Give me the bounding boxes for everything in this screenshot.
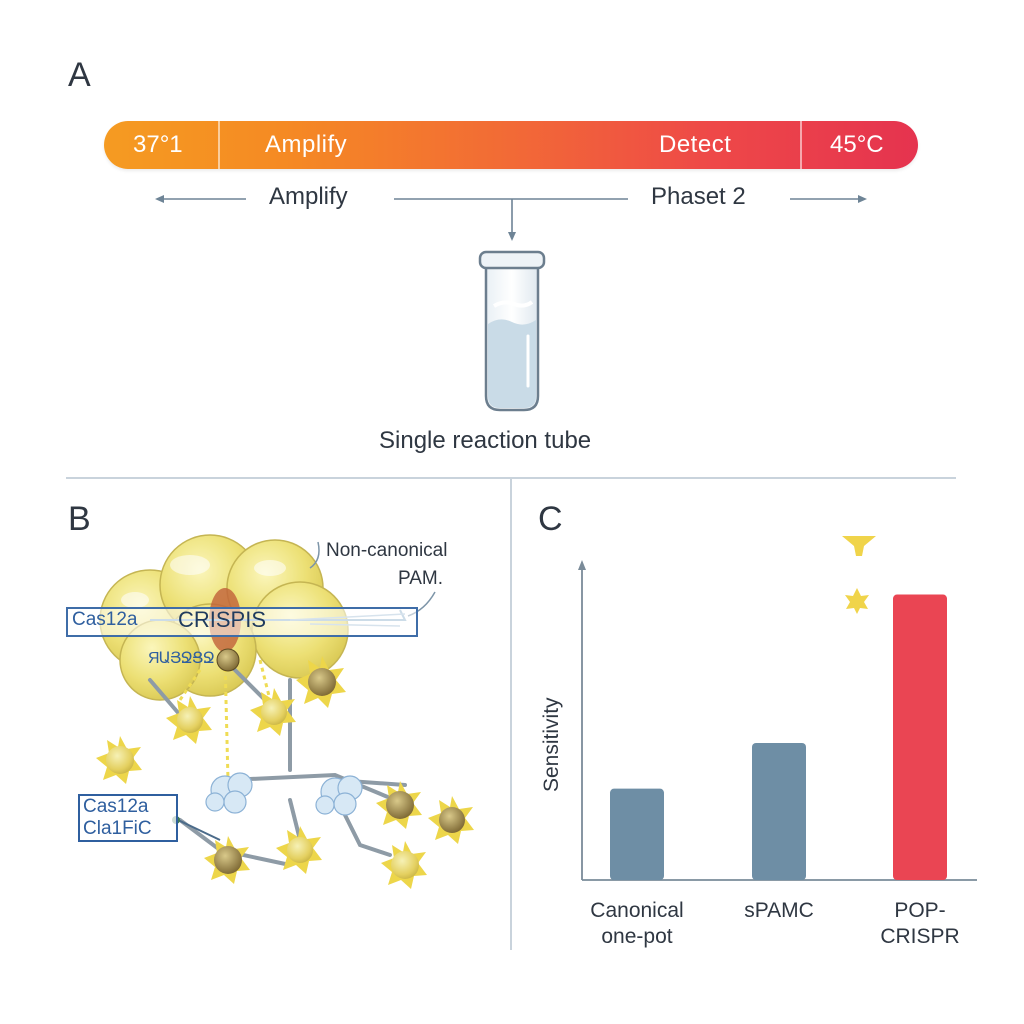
- tube-caption: Single reaction tube: [379, 427, 592, 454]
- bar-canonical-one-pot: [610, 788, 664, 880]
- phase-label-phase-2: Phaset 2: [645, 183, 752, 211]
- down-arrowhead-icon: [508, 232, 516, 241]
- sparkle-icons: [842, 536, 876, 614]
- bar-divider-right: [800, 121, 802, 169]
- left-arrowhead-icon: [155, 195, 164, 203]
- category-label-3: POP- CRISPR: [840, 898, 1000, 950]
- cas12a-label-top: Cas12a: [72, 609, 138, 630]
- bar-right-temperature: 45°C: [830, 131, 884, 158]
- vertical-separator: [510, 478, 512, 950]
- category-label-2: sPAMC: [699, 898, 859, 924]
- panel-b-letter: B: [68, 500, 91, 538]
- y-axis-label: Sensitivity: [540, 697, 563, 792]
- test-tube-icon: [478, 250, 546, 412]
- reporter-beads: [96, 648, 474, 889]
- crispr-label: CRISPIS: [178, 607, 267, 632]
- cas12a-label-line-2: Cla1FiC: [83, 818, 152, 839]
- bar-detect-label: Detect: [659, 131, 732, 158]
- bar-pop-crispr: [893, 594, 947, 880]
- non-canonical-label: Non-canonical: [326, 540, 448, 561]
- category-label-line: sPAMC: [744, 899, 814, 922]
- bar-divider-left: [218, 121, 220, 169]
- cas12a-label-line-1: Cas12a: [83, 796, 149, 817]
- category-label-line: POP-: [894, 899, 946, 922]
- phase-arrows: [155, 195, 867, 241]
- cas12a-label-bottom: Cas12a Cla1FiC: [78, 794, 178, 842]
- dna-cluster-right: [315, 775, 363, 816]
- right-arrowhead-icon: [858, 195, 867, 203]
- category-label-1: Canonical one-pot: [557, 898, 717, 950]
- category-label-line: Canonical: [590, 899, 684, 922]
- scribble-label: ЯԱՅՋՑՋ: [148, 650, 215, 667]
- bar-left-temperature: 37°1: [133, 131, 183, 158]
- temperature-gradient-bar: [104, 121, 918, 169]
- bar-spamc: [752, 742, 806, 880]
- phase-label-amplify: Amplify: [263, 183, 354, 211]
- panel-c-letter: C: [538, 500, 563, 538]
- panel-a-letter: A: [68, 56, 91, 94]
- bar-amplify-label: Amplify: [265, 131, 348, 158]
- category-label-line: CRISPR: [880, 925, 960, 948]
- dna-cluster-left: [205, 772, 253, 814]
- y-axis-arrowhead-icon: [578, 560, 586, 570]
- pam-label: PAM.: [398, 568, 444, 589]
- cas12a-crispr-label-box: [66, 607, 418, 637]
- category-label-line: one-pot: [601, 925, 673, 948]
